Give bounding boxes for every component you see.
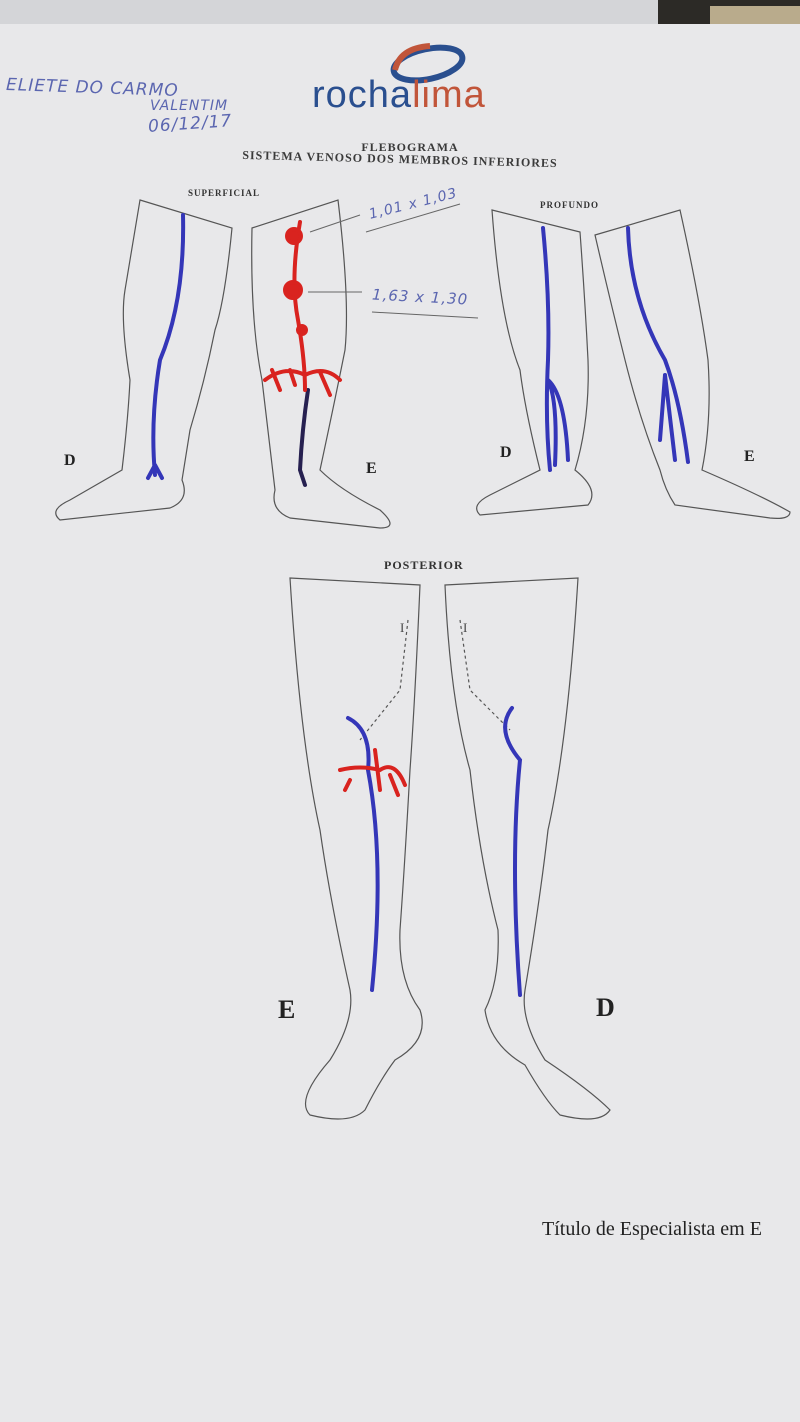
label-right-superficial: D <box>64 452 76 469</box>
logo-text: rochalima <box>312 74 486 116</box>
document-title: FLEBOGRAMA <box>361 140 459 154</box>
footer-text: Título de Especialista em E <box>542 1218 762 1240</box>
leg-outline-posterior-left <box>289 577 423 1120</box>
vein-posterior-right <box>503 706 523 997</box>
label-right-posterior: D <box>596 993 615 1022</box>
leg-outline-posterior-right <box>444 577 611 1120</box>
vein-posterior-left <box>346 716 380 992</box>
superficial-label: SUPERFICIAL <box>188 188 261 198</box>
leg-outline-deep-right <box>476 209 593 516</box>
vein-superficial-left <box>297 388 310 487</box>
profundo-label: PROFUNDO <box>540 200 599 210</box>
varicose-veins <box>263 220 407 797</box>
label-left-posterior: E <box>278 995 296 1024</box>
background-desk-wood <box>710 6 800 24</box>
vein-deep-right <box>541 226 570 472</box>
posterior-label: POSTERIOR <box>384 558 464 572</box>
leg-outline-superficial-right <box>55 199 233 521</box>
label-right-deep: D <box>500 444 512 461</box>
leg-outline-superficial-left <box>251 199 391 529</box>
vein-deep-left <box>626 226 690 464</box>
label-left-deep: E <box>744 448 755 465</box>
patient-surname: VALENTIM <box>150 98 229 114</box>
knee-marker-left: I <box>400 620 405 635</box>
label-left-superficial: E <box>366 460 377 477</box>
knee-marker-right: I <box>463 620 468 635</box>
vein-superficial-right <box>146 213 186 480</box>
logo-icon <box>390 43 466 84</box>
leg-outline-deep-left <box>594 209 791 519</box>
